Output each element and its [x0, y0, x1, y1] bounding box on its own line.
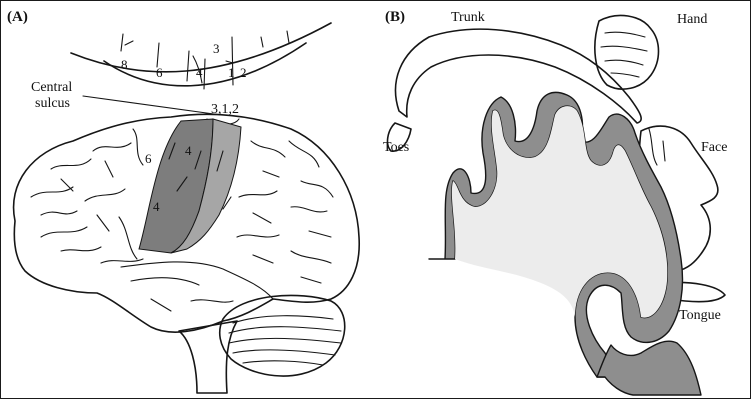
- strip-area-8: 8: [121, 57, 128, 72]
- tongue-label: Tongue: [679, 308, 721, 323]
- lateral-area-6: 6: [145, 151, 152, 166]
- central-sulcus-label-line1: Central: [31, 80, 72, 95]
- panel-b: (B) Trunk Hand Toes Face Tongue: [383, 9, 727, 395]
- central-sulcus-label-line2: sulcus: [35, 96, 70, 111]
- panel-a-label: (A): [7, 9, 28, 25]
- trunk-label: Trunk: [451, 10, 485, 25]
- cortex-tail: [597, 341, 701, 395]
- strip-area-2: 2: [240, 65, 247, 80]
- sulcus-pointer-line: [83, 96, 221, 115]
- strip-area-4: 4: [196, 65, 203, 80]
- strip-area-1: 1: [228, 65, 235, 80]
- cerebellum: [220, 295, 345, 376]
- strip-area-3: 3: [213, 41, 220, 56]
- face-label: Face: [701, 140, 727, 155]
- hand-label: Hand: [677, 12, 707, 27]
- sulcus-areas-label: 3,1,2: [211, 102, 239, 117]
- strip-area-6: 6: [156, 65, 163, 80]
- lateral-area-4-upper: 4: [185, 143, 192, 158]
- lateral-area-4-lower: 4: [153, 199, 160, 214]
- panel-b-label: (B): [385, 9, 405, 25]
- toes-label: Toes: [383, 140, 409, 155]
- panel-a: Central sulcus 8 6 4 3 1 2 3,1,2 6 4 4 (…: [7, 9, 359, 393]
